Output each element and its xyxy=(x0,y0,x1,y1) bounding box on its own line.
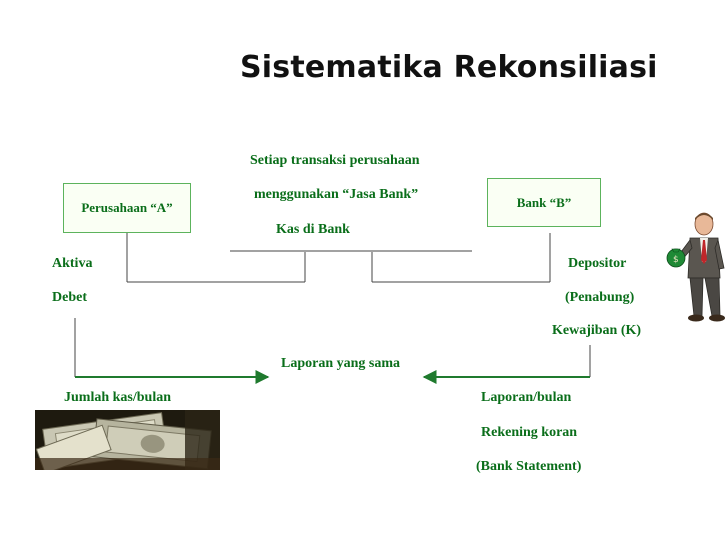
rekening-koran-label: Rekening koran xyxy=(481,425,578,440)
bank-box-label: Bank “B” xyxy=(516,194,572,210)
center-label: Laporan yang sama xyxy=(281,356,401,371)
debet-label: Debet xyxy=(52,290,87,305)
bank-statement-label: (Bank Statement) xyxy=(476,459,582,474)
company-box: Perusahaan “A” xyxy=(63,183,191,233)
jumlah-kas-label: Jumlah kas/bulan xyxy=(64,390,171,405)
page-title: Sistematika Rekonsiliasi xyxy=(240,50,658,85)
penabung-label: (Penabung) xyxy=(565,290,635,305)
middle-note-line2: menggunakan “Jasa Bank” xyxy=(254,187,419,202)
aktiva-label: Aktiva xyxy=(52,256,93,271)
laporan-bulan-label: Laporan/bulan xyxy=(481,390,572,405)
bank-box: Bank “B” xyxy=(487,178,601,227)
businessman-icon: $ xyxy=(666,212,725,322)
middle-note-line1: Setiap transaksi perusahaan xyxy=(250,153,420,168)
depositor-label: Depositor xyxy=(568,256,627,271)
company-box-label: Perusahaan “A” xyxy=(81,200,173,215)
money-stack-icon xyxy=(35,410,220,470)
svg-text:$: $ xyxy=(673,255,679,265)
middle-note-line3: Kas di Bank xyxy=(276,222,350,237)
kewajiban-label: Kewajiban (K) xyxy=(552,323,642,338)
